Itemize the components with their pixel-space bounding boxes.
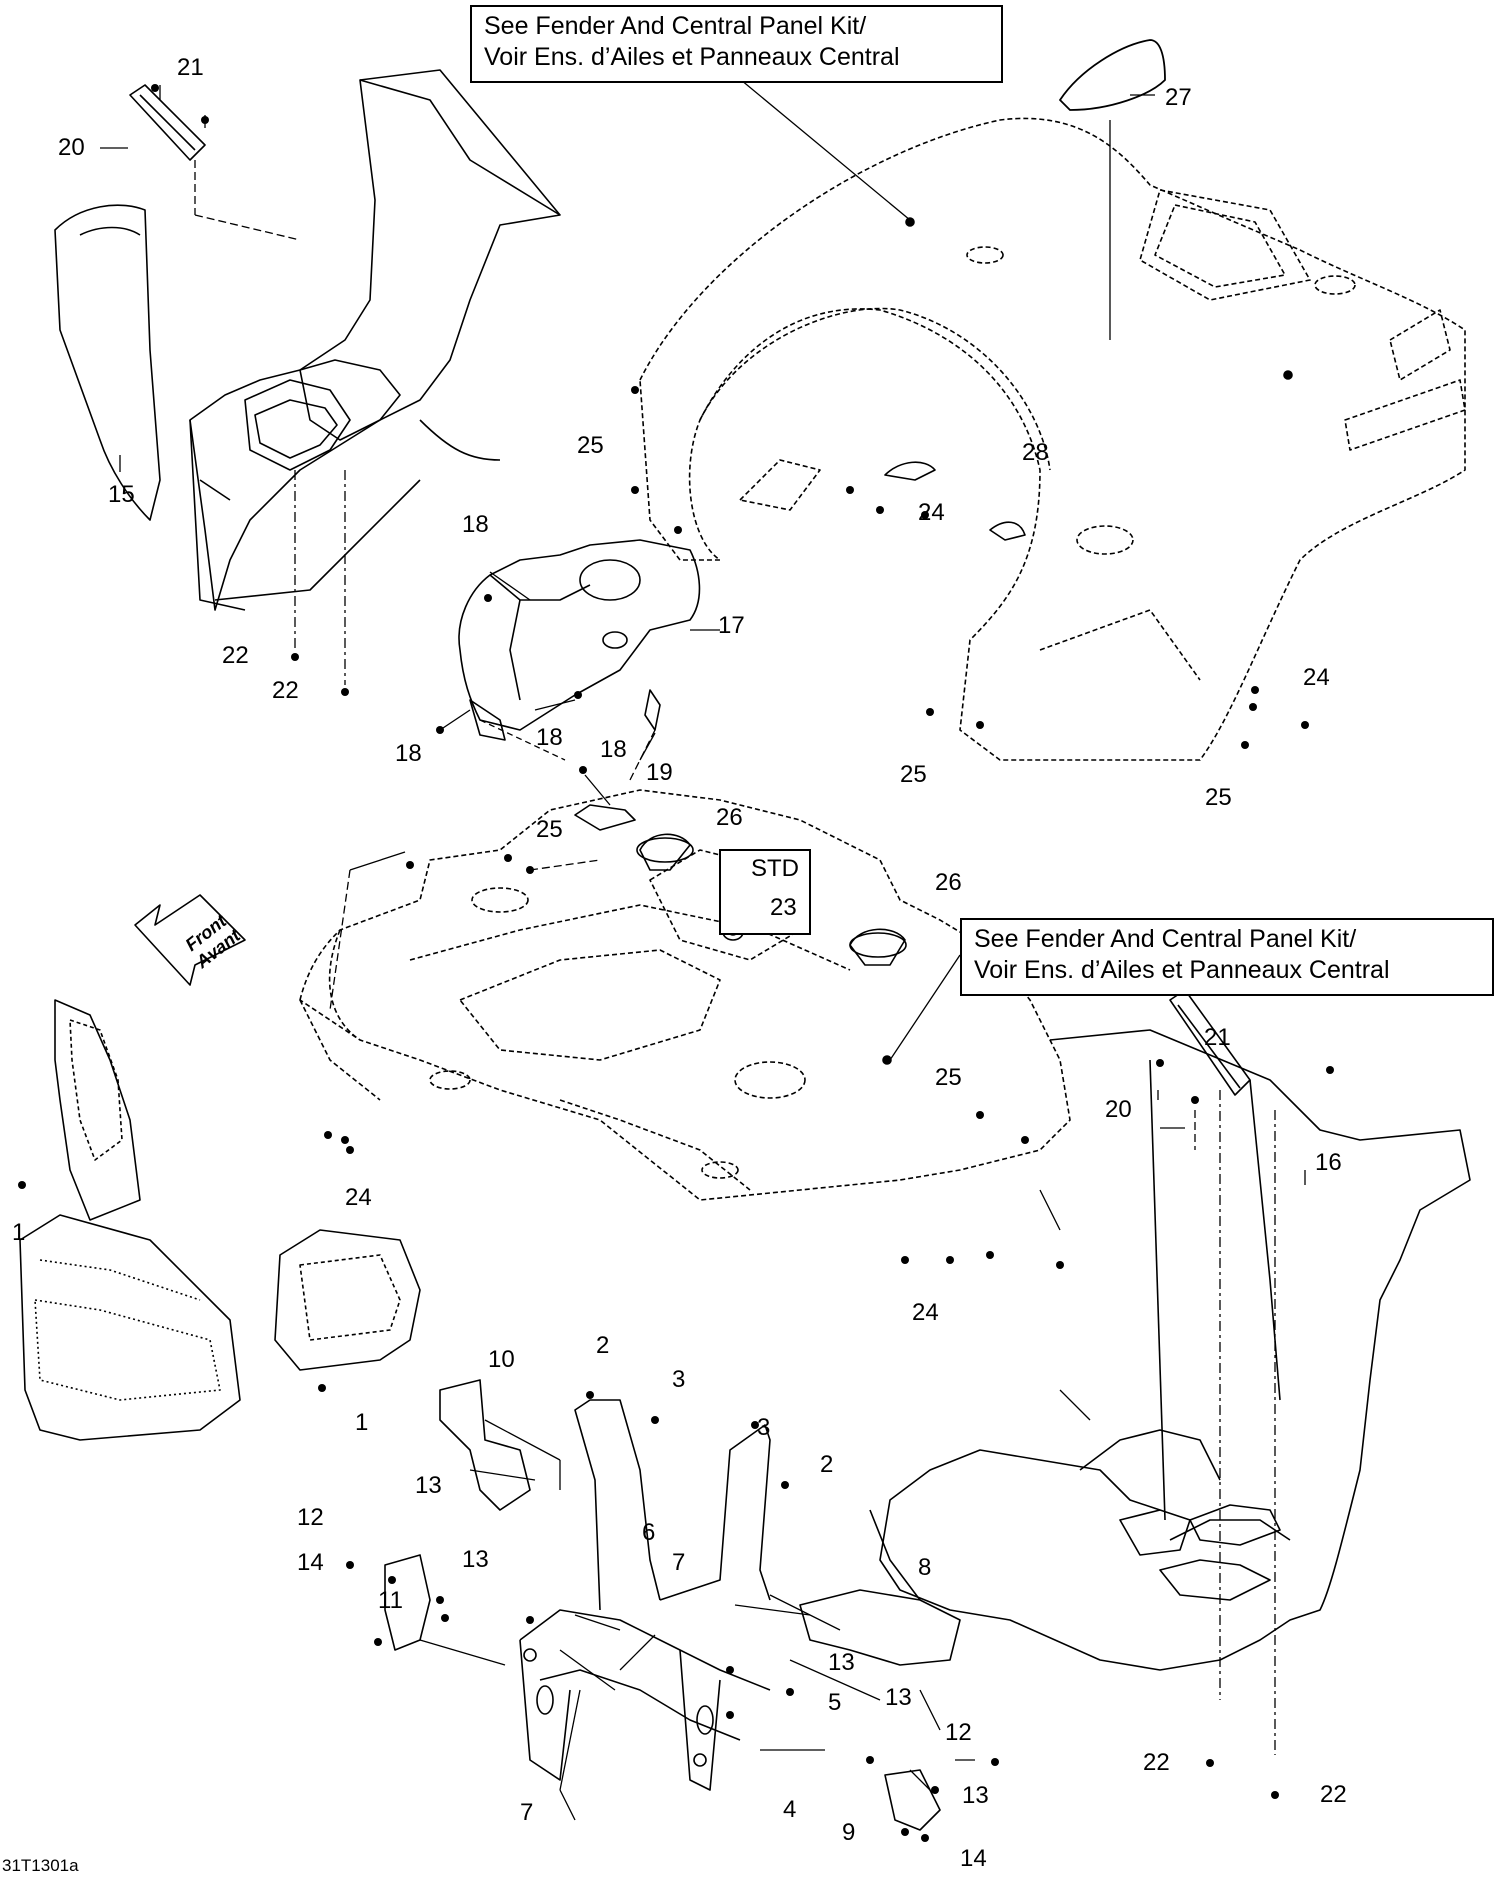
callout-1: 1 <box>355 1409 369 1436</box>
callout-20: 20 <box>1105 1096 1132 1123</box>
left-footrest-assembly <box>54 69 561 611</box>
callout-28: 28 <box>1022 439 1049 466</box>
part-8-bracket <box>799 1589 961 1666</box>
callout-26: 26 <box>716 804 743 831</box>
note-top-line1: See Fender And Central Panel Kit/ <box>484 12 867 40</box>
callout-18: 18 <box>395 740 422 767</box>
callout-8: 8 <box>918 1554 932 1581</box>
note-mid-line2: Voir Ens. d’Ailes et Panneaux Central <box>974 956 1390 984</box>
callout-10: 10 <box>488 1346 515 1373</box>
callout-1: 1 <box>12 1219 26 1246</box>
callout-9: 9 <box>842 1819 856 1846</box>
part-28-cap-a <box>884 461 936 481</box>
callout-25: 25 <box>900 761 927 788</box>
callout-15: 15 <box>108 481 135 508</box>
callout-3: 3 <box>757 1414 771 1441</box>
std-box: STD <box>719 849 811 935</box>
callout-24: 24 <box>345 1184 372 1211</box>
rear-fender <box>639 117 1466 761</box>
callout-13: 13 <box>962 1782 989 1809</box>
part-17-bracket <box>458 539 701 831</box>
rear-fender-ref-dot <box>905 217 915 227</box>
callout-12: 12 <box>945 1719 972 1746</box>
right-footrest-assembly <box>869 989 1471 1671</box>
callout-17: 17 <box>718 612 745 639</box>
part-26-cap-right <box>849 928 906 966</box>
note-box-middle: See Fender And Central Panel Kit/ Voir E… <box>960 918 1494 996</box>
callout-12: 12 <box>297 1504 324 1531</box>
rear-fender-ref-dot-2 <box>1283 370 1293 380</box>
callout-22: 22 <box>222 642 249 669</box>
callout-24: 24 <box>912 1299 939 1326</box>
fasteners <box>18 84 1334 1842</box>
part-26-cap-top <box>639 833 691 871</box>
document-id: 31T1301a <box>2 1856 79 1875</box>
front-arrow-label: Front Avant <box>181 910 244 972</box>
part-1-lower-bracket <box>274 1229 421 1371</box>
callout-14: 14 <box>297 1549 324 1576</box>
callout-20: 20 <box>58 134 85 161</box>
callout-22: 22 <box>1320 1781 1347 1808</box>
callout-19: 19 <box>646 759 673 786</box>
part-1-upper-cover <box>54 999 141 1221</box>
part-9-bracket <box>884 1769 941 1831</box>
part-19-clip <box>574 804 636 831</box>
callout-2: 2 <box>820 1451 834 1478</box>
left-footrest-leader-lines <box>100 85 346 685</box>
callout-5: 5 <box>828 1689 842 1716</box>
callout-25: 25 <box>577 432 604 459</box>
part-28-cap-b <box>989 521 1026 541</box>
callout-24: 24 <box>1303 664 1330 691</box>
callout-13: 13 <box>415 1472 442 1499</box>
front-fender-leader-lines <box>329 729 1061 1231</box>
rear-fender-leader-lines <box>734 74 1155 340</box>
front-arrow-shape <box>134 894 246 986</box>
callout-3: 3 <box>672 1366 686 1393</box>
note-box-top: See Fender And Central Panel Kit/ Voir E… <box>470 5 1003 83</box>
callout-26: 26 <box>935 869 962 896</box>
callout-14: 14 <box>960 1845 987 1872</box>
callout-7: 7 <box>520 1799 534 1826</box>
std-title: STD <box>751 855 799 882</box>
callout-7: 7 <box>672 1549 686 1576</box>
callout-23: 23 <box>770 894 797 921</box>
callout-25: 25 <box>1205 784 1232 811</box>
part-10-bracket <box>439 1379 531 1511</box>
callout-25: 25 <box>536 816 563 843</box>
callout-18: 18 <box>600 736 627 763</box>
part-1-grille <box>19 1214 241 1441</box>
note-mid-line1: See Fender And Central Panel Kit/ <box>974 925 1357 953</box>
callout-13: 13 <box>462 1546 489 1573</box>
callout-18: 18 <box>536 724 563 751</box>
front-fender <box>299 789 1071 1201</box>
callout-21: 21 <box>1204 1024 1231 1051</box>
callout-27: 27 <box>1165 84 1192 111</box>
bumper-leader-lines <box>419 1419 975 1821</box>
callout-16: 16 <box>1315 1149 1342 1176</box>
part-27-pad <box>1059 39 1166 111</box>
callout-13: 13 <box>828 1649 855 1676</box>
callout-25: 25 <box>935 1064 962 1091</box>
right-footrest-leader-lines <box>1059 1090 1306 1755</box>
callout-11: 11 <box>378 1587 403 1614</box>
callout-18: 18 <box>462 511 489 538</box>
callout-4: 4 <box>783 1796 797 1823</box>
callout-24: 24 <box>918 499 945 526</box>
callout-21: 21 <box>177 54 204 81</box>
note-top-line2: Voir Ens. d’Ailes et Panneaux Central <box>484 43 900 71</box>
front-fender-ref-dot <box>882 1055 892 1065</box>
part-20-bracket <box>129 84 206 161</box>
callout-6: 6 <box>642 1519 656 1546</box>
callout-22: 22 <box>1143 1749 1170 1776</box>
callout-13: 13 <box>885 1684 912 1711</box>
callout-22: 22 <box>272 677 299 704</box>
callout-2: 2 <box>596 1332 610 1359</box>
